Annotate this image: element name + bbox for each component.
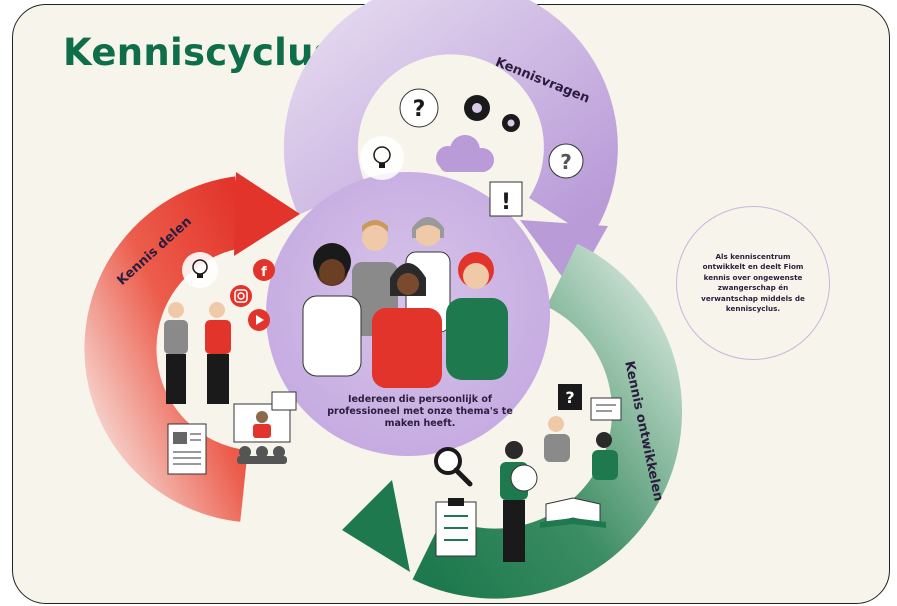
question-bubble-icon: ? bbox=[399, 88, 439, 128]
lightbulb-icon bbox=[182, 252, 218, 288]
person-icon bbox=[372, 263, 442, 388]
info-description: Als kenniscentrum ontwikkelt en deelt Fi… bbox=[701, 251, 805, 314]
person-icon bbox=[500, 441, 538, 562]
svg-text:f: f bbox=[261, 265, 267, 280]
person-icon bbox=[544, 416, 570, 462]
chat-bubble-icon bbox=[590, 397, 622, 421]
chat-bubble-icon bbox=[271, 391, 297, 411]
cloud-icon bbox=[436, 135, 494, 172]
person-icon bbox=[164, 302, 188, 404]
exclamation-mark: ! bbox=[501, 190, 511, 215]
exclamation-icon: ! bbox=[489, 181, 523, 217]
person-icon bbox=[592, 432, 618, 480]
newspaper-icon bbox=[167, 423, 207, 475]
question-mark-3: ? bbox=[565, 388, 574, 407]
youtube-icon bbox=[248, 309, 270, 331]
book-icon bbox=[540, 497, 606, 528]
video-call-icon bbox=[233, 403, 291, 464]
instagram-icon bbox=[230, 285, 252, 307]
question-mark-2: ? bbox=[560, 150, 572, 174]
magnifier-icon bbox=[434, 447, 473, 487]
question-mark-1: ? bbox=[413, 97, 426, 122]
center-description: Iedereen die persoonlijk of professionee… bbox=[327, 394, 513, 429]
facebook-icon: f bbox=[253, 259, 275, 281]
info-circle: Als kenniscentrum ontwikkelt en deelt Fi… bbox=[676, 206, 830, 360]
lightbulb-icon bbox=[360, 136, 404, 180]
person-icon bbox=[205, 302, 231, 404]
people-group bbox=[302, 217, 508, 388]
question-bubble-icon: ? bbox=[548, 143, 584, 179]
person-icon bbox=[446, 252, 508, 380]
kennisvragen-arrow bbox=[283, 0, 618, 290]
person-icon bbox=[302, 243, 362, 377]
clipboard-icon bbox=[435, 498, 477, 557]
gear-icon bbox=[464, 95, 520, 132]
question-bubble-icon: ? bbox=[558, 384, 582, 410]
page-title: Kenniscyclus bbox=[63, 31, 337, 74]
kennis-ontwikkelen-arrow bbox=[342, 243, 683, 599]
